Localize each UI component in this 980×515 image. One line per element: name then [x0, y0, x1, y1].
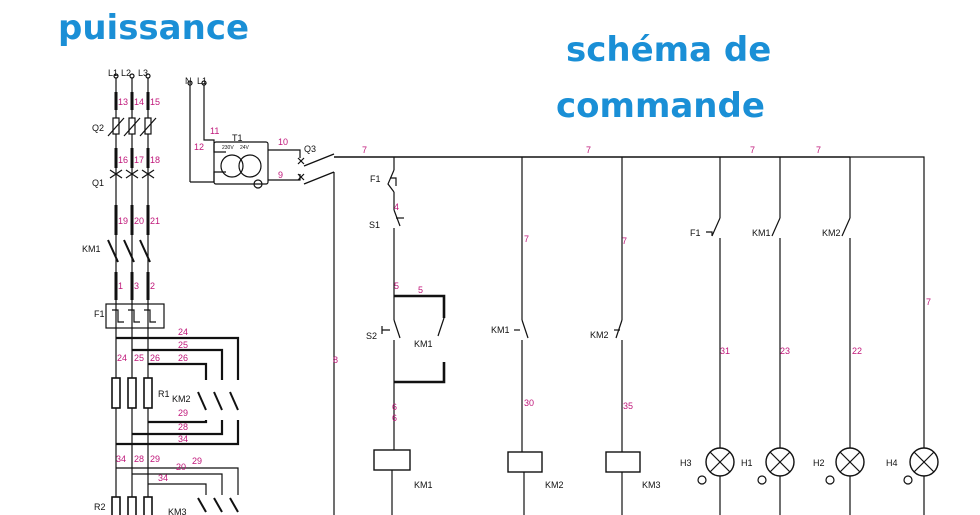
lamp-label-h2: H2 — [813, 458, 825, 468]
wire-number: 7 — [586, 145, 591, 155]
supply-terminal-l1: L1 — [108, 68, 118, 78]
wire-number: 6 — [392, 413, 397, 423]
wire-number: 2 — [150, 281, 155, 291]
wire-number: 35 — [623, 401, 633, 411]
wire-number: 5 — [418, 285, 423, 295]
wire-number: 14 — [134, 97, 144, 107]
component-label-km3: KM3 — [168, 507, 187, 515]
transformer-secondary-winding — [238, 154, 262, 178]
wire-number: 17 — [134, 155, 144, 165]
coil-label-km1: KM1 — [414, 480, 433, 490]
component-label-r1: R1 — [158, 389, 170, 399]
wire-number: 28 — [134, 454, 144, 464]
wire-number: 25 — [178, 340, 188, 350]
component-label-km2: KM2 — [172, 394, 191, 404]
wire-number: 34 — [178, 434, 188, 444]
wire-number: 30 — [524, 398, 534, 408]
wire-number: 26 — [178, 353, 188, 363]
coil-label-km3: KM3 — [642, 480, 661, 490]
wire-number: 11 — [210, 126, 219, 136]
wire-number: 24 — [178, 327, 188, 337]
primary-voltage: 230V — [222, 145, 234, 151]
control-circuit — [373, 156, 939, 515]
wire-number: 6 — [392, 402, 397, 412]
wire-number: 9 — [278, 170, 283, 180]
lamp-label-h4: H4 — [886, 458, 898, 468]
component-label-q2: Q2 — [92, 123, 104, 133]
wire-number: 3 — [134, 281, 139, 291]
command-circuit-title-line1: schéma de — [566, 30, 772, 70]
wire-number: 29 — [150, 454, 160, 464]
transformer-label: T1 — [232, 133, 243, 143]
wire-number: 24 — [117, 353, 127, 363]
wire-number: 13 — [118, 97, 128, 107]
wire-number: 34 — [158, 473, 168, 483]
wire-number: 19 — [118, 216, 128, 226]
contact-label-f1: F1 — [370, 174, 381, 184]
contact-label-km2: KM2 — [590, 330, 609, 340]
wire-number: 25 — [134, 353, 144, 363]
wire-number: 16 — [118, 155, 128, 165]
contact-label-f1-lamp: F1 — [690, 228, 701, 238]
transformer-terminal-n: N — [185, 76, 192, 86]
wire-number: 4 — [394, 202, 399, 212]
wire-number: 7 — [524, 234, 529, 244]
wire-number: 18 — [150, 155, 160, 165]
wire-number: 12 — [194, 142, 204, 152]
wire-number: 23 — [780, 346, 790, 356]
secondary-voltage: 24V — [240, 145, 250, 151]
transformer-section — [187, 80, 850, 515]
wire-number: 15 — [150, 97, 160, 107]
contact-label-s1: S1 — [369, 220, 380, 230]
wire-number: 20 — [134, 216, 144, 226]
wire-number: 26 — [150, 353, 160, 363]
wire-number: 31 — [720, 346, 730, 356]
wire-number: 34 — [116, 454, 126, 464]
component-label-km1: KM1 — [82, 244, 101, 254]
command-circuit-title-line2: commande — [556, 86, 765, 126]
power-circuit-title: puissance — [58, 8, 250, 48]
supply-terminal-l3: L3 — [138, 68, 148, 78]
supply-terminal-l2: L2 — [121, 68, 131, 78]
contact-label-km1: KM1 — [491, 325, 510, 335]
component-label-r2: R2 — [94, 502, 106, 512]
wire-number: 5 — [394, 281, 399, 291]
wire-number: 7 — [362, 145, 367, 155]
wire-number: 29 — [192, 456, 202, 466]
contact-label-km2-lamp: KM2 — [822, 228, 841, 238]
wire-number: 8 — [333, 355, 338, 365]
component-label-q1: Q1 — [92, 178, 104, 188]
wire-number: 1 — [118, 281, 123, 291]
wire-number: 28 — [178, 422, 188, 432]
wire-number: 20 — [176, 462, 186, 472]
transformer-primary-winding — [220, 154, 244, 178]
contact-label-km1-lamp: KM1 — [752, 228, 771, 238]
wire-number: 7 — [816, 145, 821, 155]
wire-number: 22 — [852, 346, 862, 356]
contact-label-s2: S2 — [366, 331, 377, 341]
power-circuit — [105, 73, 240, 515]
coil-label-km2: KM2 — [545, 480, 564, 490]
wire-number: 7 — [926, 297, 931, 307]
wire-number: 29 — [178, 408, 188, 418]
wire-number: 21 — [150, 216, 160, 226]
lamp-label-h1: H1 — [741, 458, 753, 468]
transformer-terminal-l1: L1 — [197, 76, 207, 86]
component-label-f1: F1 — [94, 309, 105, 319]
lamp-label-h3: H3 — [680, 458, 692, 468]
wire-number: 7 — [622, 236, 627, 246]
contact-label-km1-hold: KM1 — [414, 339, 433, 349]
wire-number: 10 — [278, 137, 288, 147]
breaker-label-q3: Q3 — [304, 144, 316, 154]
wire-number: 7 — [750, 145, 755, 155]
